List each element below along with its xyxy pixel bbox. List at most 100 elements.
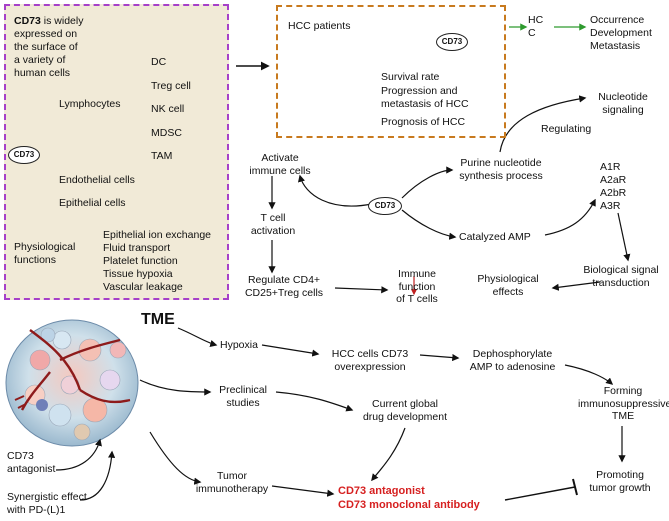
prognosis: Prognosis of HCC — [381, 116, 466, 128]
forming-line-3: TME — [611, 410, 635, 422]
cell-dc: DC — [151, 56, 167, 68]
tumor-immuno-line-2: immunotherapy — [195, 482, 269, 495]
catalyzed-amp: Catalyzed AMP — [459, 231, 531, 243]
cd73-intro-line-4: a variety of — [14, 54, 66, 66]
synergistic-line-1: Synergistic effect — [7, 491, 87, 503]
tme-cell-icon-1 — [52, 330, 72, 350]
regulate-treg-line-1: Regulate CD4+ — [247, 274, 321, 286]
cd73-intro-line-5: human cells — [14, 67, 71, 79]
global-line-1: Current global — [372, 398, 438, 410]
arrow-preclinical — [139, 379, 212, 396]
arrow-receptors — [544, 198, 596, 236]
hcc-outcome-line-1: HC — [528, 14, 544, 26]
promoting-line-1: Promoting — [596, 469, 644, 481]
nucleotide-signaling-line-2: signaling — [602, 103, 644, 116]
tme-title: TME — [141, 311, 175, 328]
function-fluid-transport: Fluid transport — [103, 242, 171, 254]
immune-function-line-3: of T cells — [396, 293, 438, 305]
activate-line-1: Activate — [261, 152, 299, 164]
function-platelet: Platelet function — [103, 255, 178, 267]
pathway-cd73-node: CD73 — [368, 197, 402, 215]
endothelial-label: Endothelial cells — [59, 174, 135, 186]
hcc-cd73-node: CD73 — [436, 33, 468, 51]
arrow-nucleotide-signaling — [499, 95, 587, 153]
function-vascular-leakage: Vascular leakage — [103, 281, 183, 293]
cell-tam: TAM — [151, 150, 173, 162]
regulate-treg-line-2: CD25+Treg cells — [244, 286, 324, 299]
inhibition-bar — [572, 478, 578, 496]
regulating-label: Regulating — [541, 123, 592, 135]
hcc-outcome-line-2: C — [528, 27, 536, 39]
global-line-2: drug development — [362, 410, 448, 423]
cell-mdsc: MDSC — [151, 127, 182, 139]
function-ion-exchange: Epithelial ion exchange — [103, 229, 211, 241]
preclinical-line-1: Preclinical — [219, 384, 267, 396]
hcc-patients-panel — [276, 5, 506, 138]
cd73-intro-line-3: the surface of — [14, 41, 78, 53]
arrow-physiological-effects — [551, 281, 601, 291]
arrow-overexpression — [261, 344, 320, 357]
outcome-occurrence: Occurrence — [590, 14, 645, 26]
bio-signal-line-2: transduction — [592, 276, 650, 289]
promoting-line-2: tumor growth — [589, 481, 651, 494]
t-cell-activation-line-1: T cell — [260, 212, 286, 224]
arrow-forming-tme — [564, 364, 614, 385]
arrow-to-antagonist — [371, 427, 406, 482]
tumor-immuno-line-1: Tumor — [217, 470, 247, 482]
physiological-effects-line-2: effects — [492, 285, 524, 298]
synergistic-line-2: with PD-(L)1 — [7, 504, 66, 516]
overexpression-line-2: overexpression — [334, 360, 406, 373]
physiological-functions-line-1: Physiological — [14, 241, 76, 253]
epithelial-label: Epithelial cells — [59, 197, 126, 209]
cd73-expression-panel — [4, 4, 229, 300]
purine-line-2: synthesis process — [459, 169, 543, 182]
physiological-functions-line-2: functions — [14, 254, 57, 266]
outcome-development: Development — [590, 27, 652, 39]
immune-function-line-2: function — [398, 280, 436, 293]
arrow-bio-signal — [617, 212, 631, 262]
tme-cell-icon-9 — [109, 341, 127, 359]
overexpression-line-1: HCC cells CD73 — [331, 348, 409, 360]
inhibition-line — [504, 486, 576, 501]
outcome-metastasis: Metastasis — [590, 40, 641, 52]
purine-line-1: Purine nucleotide — [460, 157, 542, 169]
immune-function-line-1: Immune — [398, 268, 436, 280]
progression-line-1: Progression and — [381, 85, 458, 97]
t-cell-activation-line-2: activation — [250, 224, 296, 237]
cd73-monoclonal-antibody: CD73 monoclonal antibody — [338, 499, 480, 511]
tme-cell-icon-5 — [48, 403, 72, 427]
cd73-antagonist-line-2: antagonist — [7, 463, 56, 475]
forming-line-2: immunosuppressive — [578, 397, 669, 410]
arrow-synergistic-to-tumor — [79, 450, 116, 501]
hcc-patients-label: HCC patients — [288, 20, 351, 32]
arrow-activate-immune — [297, 174, 373, 207]
tme-cell-icon-10 — [73, 423, 91, 441]
activate-line-2: immune cells — [249, 164, 311, 177]
cd73-node: CD73 — [8, 146, 40, 164]
tme-cell-icon-8 — [40, 327, 56, 343]
cd73-intro-line-2: expressed on — [14, 28, 78, 40]
progression-line-2: metastasis of HCC — [381, 98, 469, 110]
survival-rate: Survival rate — [381, 71, 440, 83]
receptor-a3r: A3R — [600, 200, 621, 212]
arrow-to-red-text — [271, 485, 335, 497]
preclinical-line-2: studies — [226, 396, 260, 409]
receptor-a2br: A2bR — [600, 187, 627, 199]
physiological-effects-line-1: Physiological — [477, 273, 539, 285]
cd73-intro-line-1: is widely — [40, 15, 84, 27]
bio-signal-line-1: Biological signal — [583, 264, 659, 276]
cd73-antagonist-line-1: CD73 — [7, 450, 34, 462]
cd73-intro-bold: CD73 — [14, 15, 41, 27]
tme-cell-icon-2 — [78, 338, 102, 362]
